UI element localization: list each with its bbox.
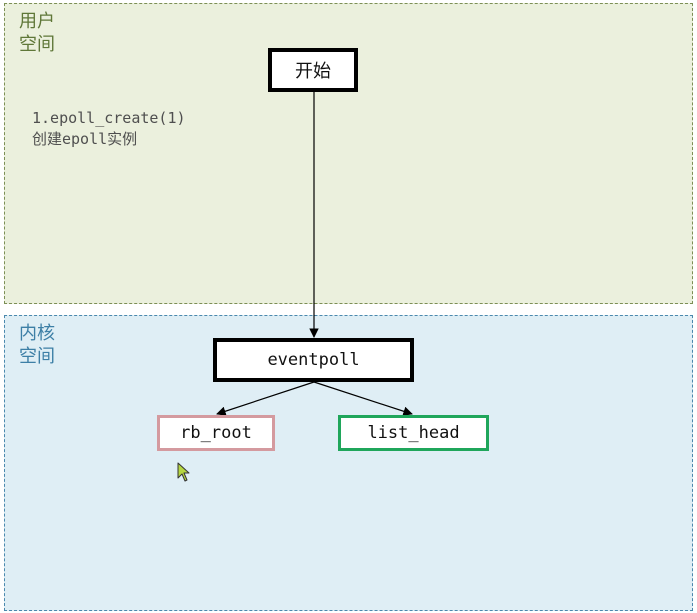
user-space-label: 用户空间	[19, 11, 55, 55]
kernel-space-label: 内核空间	[19, 323, 55, 367]
mouse-pointer-icon	[177, 462, 190, 482]
rb-root-node: rb_root	[157, 415, 275, 451]
epoll-create-note: 1.epoll_create(1) 创建epoll实例	[32, 108, 186, 150]
list-head-node: list_head	[338, 415, 489, 451]
note-line-2: 创建epoll实例	[32, 130, 138, 148]
note-line-1: 1.epoll_create(1)	[32, 109, 186, 127]
start-node: 开始	[268, 48, 358, 92]
eventpoll-node: eventpoll	[213, 338, 414, 382]
